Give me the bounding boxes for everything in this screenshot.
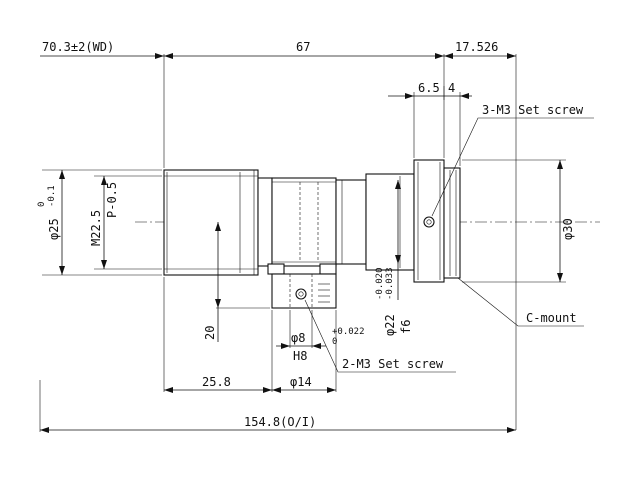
leader-lines — [304, 117, 594, 373]
dim-phi30: φ30 — [561, 218, 575, 240]
c-mount-ring — [413, 159, 461, 283]
callout-3m3-set-screw: 3-M3 Set screw — [482, 103, 584, 117]
extension-lines — [39, 54, 566, 432]
callout-2m3-set-screw: 2-M3 Set screw — [342, 357, 444, 371]
front-barrel — [163, 169, 259, 276]
dim-67: 67 — [296, 40, 310, 54]
dim-phi25-tol-upper: 0 — [37, 202, 47, 207]
dim-h8: H8 — [293, 349, 307, 363]
callout-c-mount: C-mount — [526, 311, 577, 325]
dim-phi25: φ25 — [47, 218, 61, 240]
dim-total-length: 154.8(O/I) — [244, 415, 316, 429]
mount-block — [267, 177, 337, 309]
dim-phi22-tol-upper: -0.020 — [375, 267, 385, 300]
dim-25-8: 25.8 — [202, 375, 231, 389]
dim-4: 4 — [448, 81, 455, 95]
dim-phi8: φ8 — [291, 331, 305, 345]
dimension-lines — [40, 53, 563, 433]
dim-f6: f6 — [399, 320, 413, 334]
dim-6-5: 6.5 — [418, 81, 440, 95]
dim-20: 20 — [203, 326, 217, 340]
dim-phi22: φ22 — [383, 314, 397, 336]
dim-m22-5: M22.5 — [89, 210, 103, 246]
dim-phi8-tol-upper: +0.022 — [332, 327, 365, 337]
dim-phi14: φ14 — [290, 375, 312, 389]
dim-pitch: P-0.5 — [105, 182, 119, 218]
dim-working-distance: 70.3±2(WD) — [42, 40, 114, 54]
dim-phi22-tol-lower: -0.033 — [385, 267, 395, 300]
dim-phi8-tol-lower: 0 — [332, 337, 337, 347]
dim-phi25-tol-lower: -0.1 — [47, 185, 57, 207]
rear-tube — [335, 173, 415, 271]
dim-17526: 17.526 — [455, 40, 498, 54]
neck-ring — [257, 177, 273, 267]
